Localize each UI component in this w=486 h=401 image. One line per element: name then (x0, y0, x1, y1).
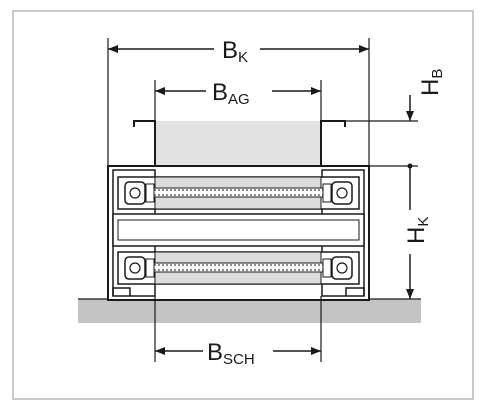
left-top-flange (133, 120, 156, 166)
diagram-frame (12, 10, 474, 400)
hb-label: HB (417, 69, 446, 96)
middle-divider-inner (117, 219, 360, 241)
left-bottom-bracket (112, 287, 131, 296)
bag-label: BAG (212, 79, 250, 108)
load-area (155, 121, 321, 166)
bsch-label: BSCH (207, 339, 255, 368)
right-top-flange (320, 120, 346, 166)
bk-label: BK (222, 37, 248, 66)
right-bottom-bracket (345, 287, 365, 296)
floor-surface (78, 299, 421, 323)
upper-crossbar-assembly (117, 176, 360, 210)
hk-label: HK (403, 217, 432, 244)
lower-crossbar-assembly (117, 251, 360, 285)
